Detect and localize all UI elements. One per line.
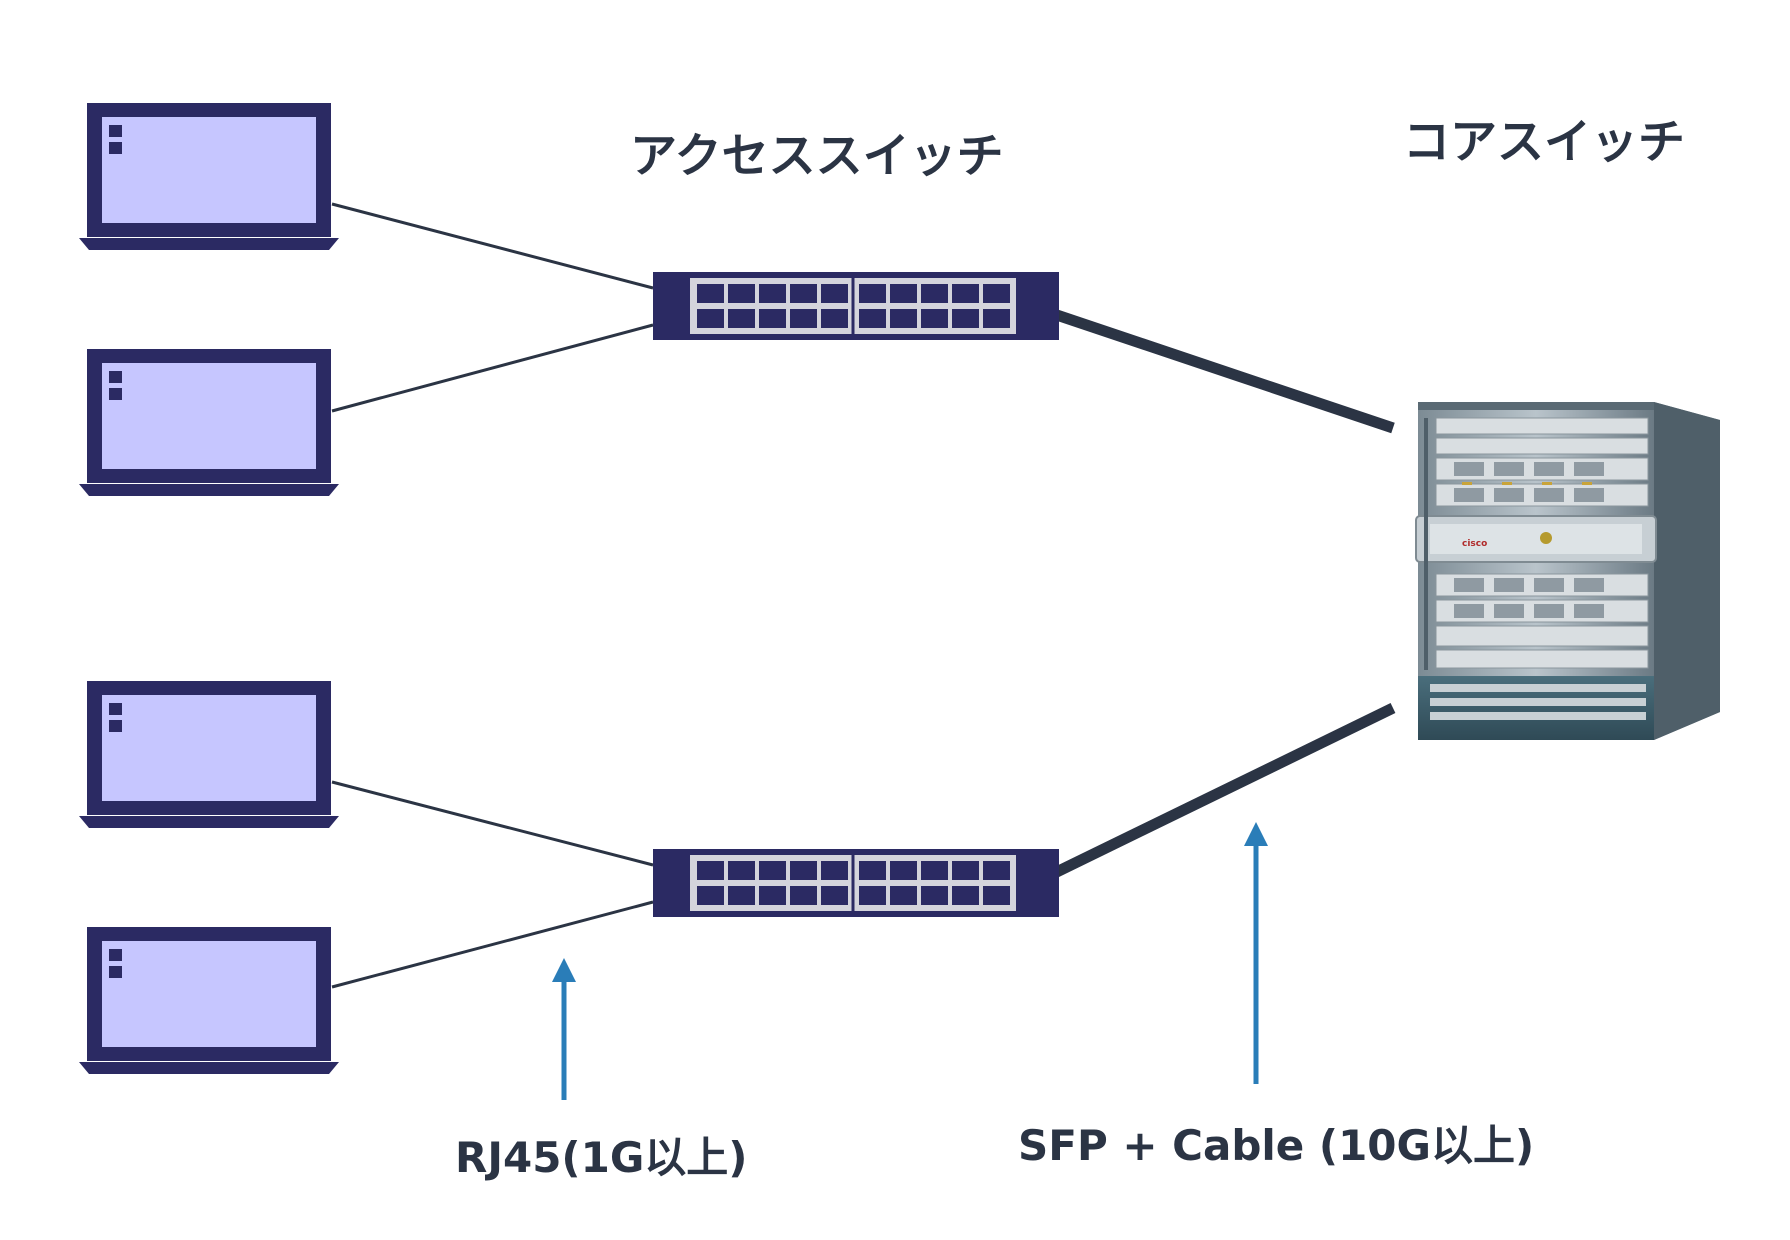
cisco-logo: cisco	[1462, 539, 1487, 549]
cable-laptop-1	[331, 202, 654, 290]
laptop-icon-4	[79, 927, 339, 1074]
laptop-icon-3	[79, 681, 339, 828]
access-switch-upper-icon	[651, 270, 1061, 342]
cable-sfp-lower	[1027, 703, 1396, 890]
sfp-cables	[1027, 300, 1396, 890]
rj45-cables	[331, 202, 654, 989]
core-switch-label: コアスイッチ	[1403, 115, 1685, 170]
cable-laptop-4	[331, 900, 654, 989]
sfp-arrow-icon	[1244, 822, 1268, 1084]
laptop-icon-2	[79, 349, 339, 496]
cable-laptop-2	[331, 323, 654, 413]
rj45-arrow-icon	[552, 958, 576, 1100]
access-switch-label: アクセススイッチ	[630, 129, 1004, 184]
core-switch-chassis-icon: cisco	[1415, 402, 1720, 740]
rj45-link-label: RJ45(1G以上)	[455, 1133, 748, 1182]
cable-sfp-upper	[1028, 300, 1395, 434]
access-switch-lower-icon	[651, 847, 1061, 919]
sfp-link-label: SFP + Cable (10G以上)	[1018, 1121, 1534, 1170]
laptop-icon-1	[79, 103, 339, 250]
cable-laptop-3	[331, 780, 654, 867]
